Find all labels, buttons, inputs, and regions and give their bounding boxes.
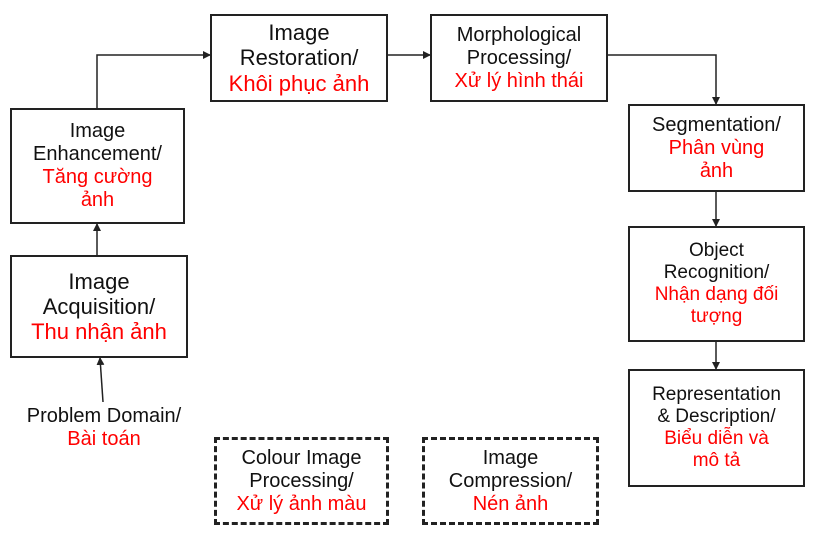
arrow-enhancement-to-restoration (96, 51, 211, 108)
object-recognition-vi-2: tượng (690, 305, 743, 327)
acquisition-vi-1: Thu nhận ảnh (31, 319, 167, 345)
representation-vi-2: mô tả (692, 449, 741, 471)
representation-en-2: & Description/ (657, 406, 776, 428)
image-enhancement-box: Image Enhancement/ Tăng cường ảnh (10, 108, 185, 224)
object-recognition-vi-1: Nhận dạng đối (654, 284, 779, 305)
enhancement-en-1: Image (69, 120, 126, 142)
image-compression-box: Image Compression/ Nén ảnh (422, 437, 599, 525)
morphological-en-1: Morphological (456, 23, 582, 46)
segmentation-vi-2: ảnh (699, 159, 734, 182)
problem-domain-en: Problem Domain/ (26, 405, 182, 427)
compression-en-2: Compression/ (448, 469, 573, 492)
morphological-en-2: Processing/ (466, 46, 572, 69)
image-acquisition-box: Image Acquisition/ Thu nhận ảnh (10, 255, 188, 358)
segmentation-vi-1: Phân vùng (668, 136, 765, 159)
object-recognition-en-2: Recognition/ (663, 262, 770, 284)
problem-domain-label: Problem Domain/ Bài toán (4, 398, 204, 458)
enhancement-vi-1: Tăng cường (42, 166, 153, 188)
colour-en-1: Colour Image (241, 446, 362, 469)
compression-en-1: Image (482, 446, 539, 469)
segmentation-box: Segmentation/ Phân vùng ảnh (628, 104, 805, 192)
restoration-en-1: Image (268, 20, 330, 46)
morphological-vi-1: Xử lý hình thái (454, 69, 584, 92)
morphological-processing-box: Morphological Processing/ Xử lý hình thá… (430, 14, 608, 102)
colour-vi-1: Xử lý ảnh màu (236, 492, 367, 515)
representation-en-1: Representation (652, 384, 781, 406)
enhancement-vi-2: ảnh (80, 189, 115, 211)
compression-vi-1: Nén ảnh (472, 492, 549, 515)
object-recognition-box: Object Recognition/ Nhận dạng đối tượng (628, 226, 805, 342)
enhancement-en-2: Enhancement/ (33, 143, 162, 165)
restoration-en-2: Restoration/ (239, 45, 359, 71)
colour-image-processing-box: Colour Image Processing/ Xử lý ảnh màu (214, 437, 389, 525)
acquisition-en-2: Acquisition/ (42, 293, 156, 319)
representation-vi-1: Biểu diễn và (664, 428, 769, 449)
object-recognition-en-1: Object (689, 240, 744, 262)
arrow-problem-to-acquisition (96, 357, 105, 403)
restoration-vi-1: Khôi phục ảnh (228, 70, 370, 96)
problem-domain-vi: Bài toán (67, 428, 141, 450)
segmentation-en-1: Segmentation/ (652, 113, 781, 136)
image-restoration-box: Image Restoration/ Khôi phục ảnh (210, 14, 388, 102)
colour-en-2: Processing/ (249, 469, 354, 492)
representation-description-box: Representation & Description/ Biểu diễn … (628, 369, 805, 487)
arrow-morphological-to-segmentation (608, 54, 720, 105)
acquisition-en-1: Image (68, 268, 130, 294)
